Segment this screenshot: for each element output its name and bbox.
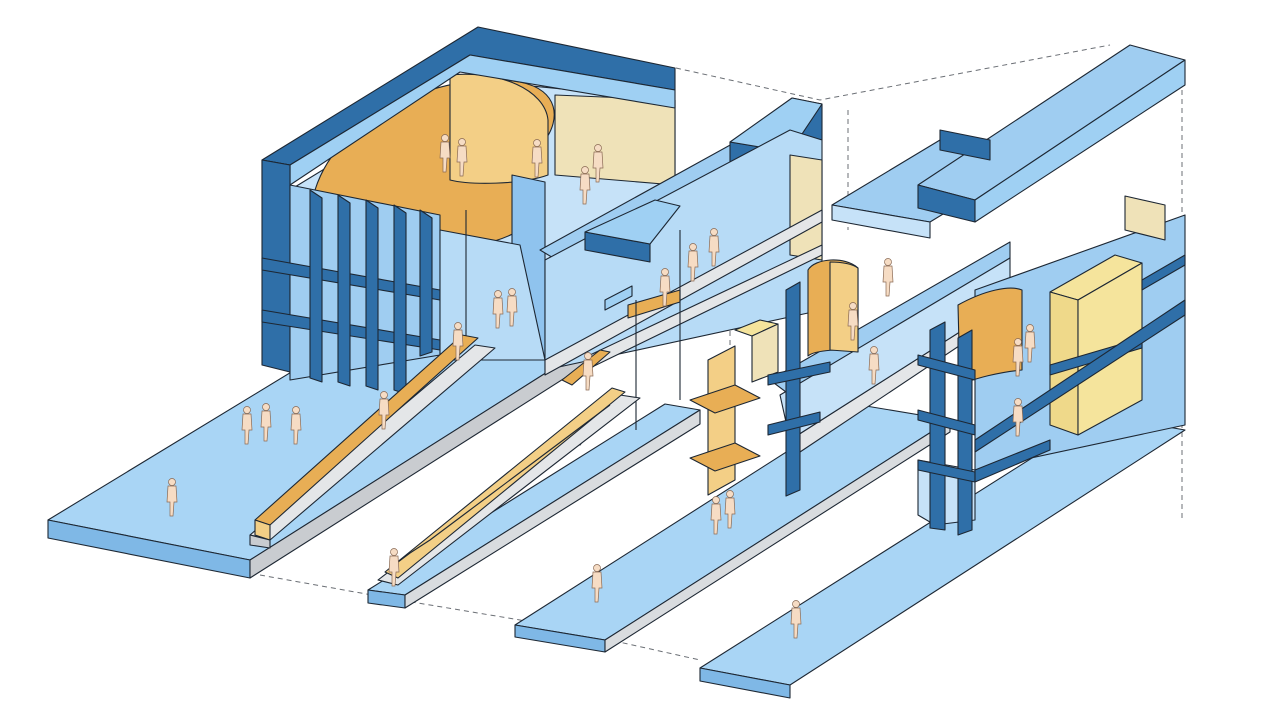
person-figure-icon bbox=[260, 403, 272, 442]
third-strip-slab bbox=[514, 404, 951, 653]
person-figure-icon bbox=[579, 166, 591, 205]
person-figure-icon bbox=[790, 600, 802, 639]
person-figure-icon bbox=[868, 346, 880, 385]
person-figure-icon bbox=[492, 290, 504, 329]
person-figure-icon bbox=[708, 228, 720, 267]
person-figure-icon bbox=[378, 391, 390, 430]
person-figure-icon bbox=[506, 288, 518, 327]
person-figure-icon bbox=[166, 478, 178, 517]
person-figure-icon bbox=[1012, 338, 1024, 377]
facade-fins bbox=[309, 189, 433, 395]
person-figure-icon bbox=[290, 406, 302, 445]
person-figure-icon bbox=[592, 144, 604, 183]
person-figure-icon bbox=[591, 564, 603, 603]
person-figure-icon bbox=[659, 268, 671, 307]
second-strip-slab bbox=[367, 403, 701, 609]
person-figure-icon bbox=[1012, 398, 1024, 437]
person-figure-icon bbox=[456, 138, 468, 177]
main-ramp bbox=[249, 334, 496, 549]
right-block bbox=[917, 195, 1186, 536]
long-escalator bbox=[377, 387, 641, 586]
person-figure-icon bbox=[241, 406, 253, 445]
person-figure-icon bbox=[388, 548, 400, 587]
person-figure-icon bbox=[1024, 324, 1036, 363]
person-figure-icon bbox=[439, 134, 451, 173]
person-figure-icon bbox=[687, 243, 699, 282]
person-figure-icon bbox=[882, 258, 894, 297]
person-figure-icon bbox=[847, 302, 859, 341]
people bbox=[166, 134, 1036, 639]
person-figure-icon bbox=[531, 139, 543, 178]
middle-walkway-structure bbox=[539, 97, 823, 446]
person-figure-icon bbox=[710, 496, 722, 535]
person-figure-icon bbox=[452, 322, 464, 361]
person-figure-icon bbox=[724, 490, 736, 529]
fourth-strip-slab bbox=[699, 414, 1186, 699]
center-right-tower bbox=[689, 44, 1186, 497]
person-figure-icon bbox=[582, 352, 594, 391]
